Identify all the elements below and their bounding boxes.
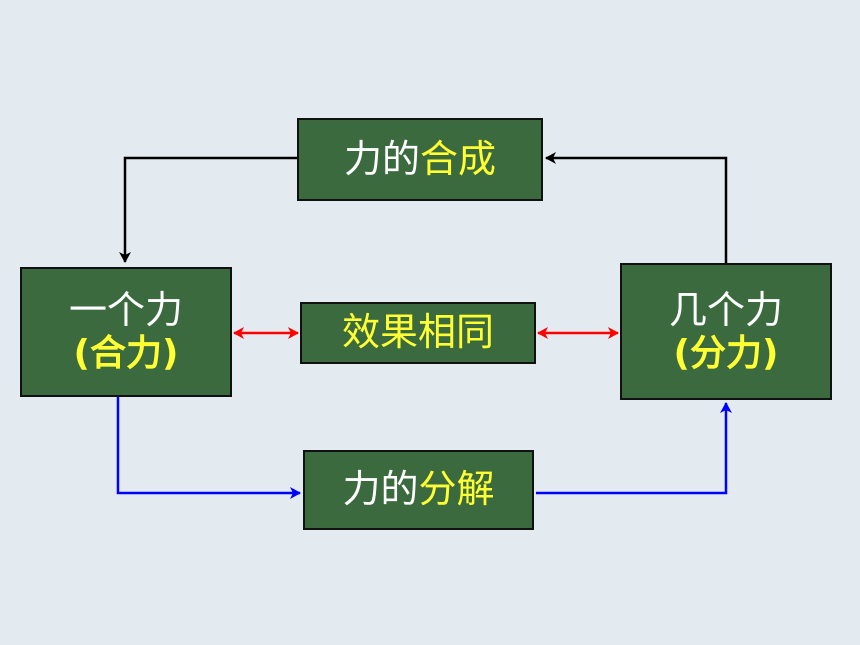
equal-effect-label: 效果相同	[341, 310, 494, 355]
resultant-force-line2: (合力)	[74, 333, 179, 374]
component-open-paren: (	[673, 332, 690, 374]
component-forces-line2: (分力)	[674, 333, 779, 374]
resultant-close-paren: )	[162, 333, 179, 375]
arrow-one-force-to-decomposition	[116, 397, 301, 499]
force-decomposition-label: 力的分解	[342, 467, 495, 512]
force-synthesis-prefix: 力的	[343, 136, 420, 181]
resultant-force-term: 合力	[89, 333, 162, 375]
arrow-several-to-synthesis	[545, 152, 728, 263]
component-forces-line1: 几个力	[668, 287, 783, 332]
force-synthesis-box: 力的合成	[297, 118, 543, 201]
force-synthesis-label: 力的合成	[343, 136, 497, 182]
component-forces-term: 分力	[689, 332, 762, 374]
equal-effect-box: 效果相同	[300, 302, 536, 364]
resultant-force-line1: 一个力	[68, 288, 183, 333]
resultant-force-box: 一个力 (合力)	[20, 267, 232, 397]
resultant-open-paren: (	[73, 333, 90, 375]
force-decomposition-prefix: 力的	[342, 467, 419, 512]
force-decomposition-box: 力的分解	[303, 450, 534, 530]
component-forces-box: 几个力 (分力)	[620, 263, 832, 400]
component-close-paren: )	[762, 332, 779, 374]
arrow-synthesis-to-one-force	[119, 156, 297, 263]
force-synthesis-highlight: 合成	[420, 136, 497, 181]
arrow-decomposition-to-several	[536, 402, 732, 495]
force-decomposition-highlight: 分解	[418, 467, 495, 512]
